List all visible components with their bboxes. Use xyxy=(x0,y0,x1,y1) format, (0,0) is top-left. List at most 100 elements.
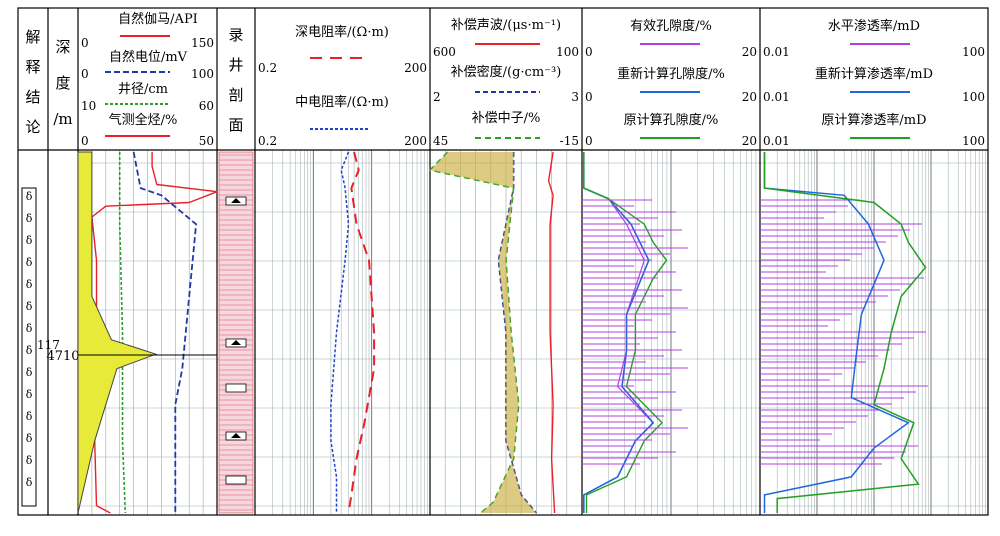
perm-re-min: 0.01 xyxy=(763,90,790,104)
sp-label: 自然电位/mV xyxy=(109,49,188,65)
interp-symbol: δ xyxy=(26,300,33,313)
legend-swatches xyxy=(105,35,910,139)
rd-max: 200 xyxy=(404,61,427,75)
por-orig-min: 0 xyxy=(585,134,593,148)
lithology-triangle xyxy=(231,340,241,345)
interp-symbol: δ xyxy=(26,454,33,467)
sp-max: 100 xyxy=(191,67,214,81)
col-interp-header: 解 释 结 论 xyxy=(25,28,40,136)
series-line-8 xyxy=(429,151,520,514)
por-orig-max: 20 xyxy=(742,134,757,148)
rd-min: 0.2 xyxy=(258,61,277,75)
por-eff-min: 0 xyxy=(585,45,593,59)
lith-char-4: 面 xyxy=(228,116,243,134)
lithology-fill xyxy=(218,151,254,514)
cnl-label: 补偿中子/% xyxy=(472,111,541,126)
col-lith-header: 录 井 剖 面 xyxy=(228,26,243,134)
lith-char-3: 剖 xyxy=(228,86,243,104)
tg-max: 50 xyxy=(199,134,214,148)
interp-symbol: δ xyxy=(26,432,33,445)
lithology-triangle xyxy=(231,198,241,203)
den-min: 2 xyxy=(433,90,441,104)
cal-max: 60 xyxy=(199,99,214,113)
tg-min: 0 xyxy=(81,134,89,148)
ac-label: 补偿声波/(μs·m⁻¹) xyxy=(451,18,561,33)
por-re-label: 重新计算孔隙度/% xyxy=(617,66,725,82)
layer-number: 117 xyxy=(37,338,60,352)
interp-char-2: 释 xyxy=(25,58,40,76)
series-line-2 xyxy=(118,152,127,514)
gr-max: 150 xyxy=(191,36,214,50)
track1-curves xyxy=(77,151,218,514)
rm-min: 0.2 xyxy=(258,134,277,148)
series-line-0 xyxy=(91,152,218,514)
track4-curves xyxy=(582,152,688,513)
por-re-min: 0 xyxy=(585,90,593,104)
interp-symbol: δ xyxy=(26,388,33,401)
interp-char-4: 论 xyxy=(25,118,40,136)
perm-orig-curve xyxy=(763,152,927,513)
sp-min: 0 xyxy=(81,67,89,81)
por-orig-label: 原计算孔隙度/% xyxy=(624,112,719,128)
interp-symbol: δ xyxy=(26,366,33,379)
track5-curves xyxy=(760,152,928,513)
track1-header: 自然伽马/API 0 150 自然电位/mV 0 100 井径/cm 10 60… xyxy=(81,11,214,148)
lith-char-1: 录 xyxy=(228,26,243,44)
interp-symbol: δ xyxy=(26,344,33,357)
lithology-triangle xyxy=(231,433,241,438)
track2-curves xyxy=(330,151,376,514)
track2-header: 深电阻率/(Ω·m) 0.2 200 中电阻率/(Ω·m) 0.2 200 xyxy=(258,24,427,148)
gr-label: 自然伽马/API xyxy=(118,11,198,27)
interp-char-3: 结 xyxy=(25,88,40,106)
track4-header: 有效孔隙度/% 0 20 重新计算孔隙度/% 0 20 原计算孔隙度/% 0 2… xyxy=(585,18,757,148)
perm-orig-min: 0.01 xyxy=(763,134,790,148)
series-line-7 xyxy=(497,152,538,514)
den-max: 3 xyxy=(571,90,579,104)
ac-max: 100 xyxy=(556,45,579,59)
series-line-6 xyxy=(547,151,556,514)
perm-orig-label: 原计算渗透率/mD xyxy=(821,112,926,128)
rd-label: 深电阻率/(Ω·m) xyxy=(295,24,389,40)
depth-char-2: 度 xyxy=(55,74,70,92)
depth-char-3: /m xyxy=(53,110,72,128)
interp-layer-box xyxy=(21,187,37,507)
perm-re-label: 重新计算渗透率/mD xyxy=(815,66,933,82)
interp-symbol: δ xyxy=(26,256,33,269)
depth-value: 4710 xyxy=(46,349,79,364)
series-line-5 xyxy=(330,151,350,513)
lithology-symbol xyxy=(225,383,247,393)
cal-label: 井径/cm xyxy=(118,82,168,97)
interp-symbol: δ xyxy=(26,190,33,203)
perm-re-max: 100 xyxy=(962,90,985,104)
perm-h-label: 水平渗透率/mD xyxy=(828,18,920,34)
col-depth-header: 深 度 /m xyxy=(53,38,72,128)
crossover-fill xyxy=(430,152,537,513)
interp-symbol: δ xyxy=(26,212,33,225)
lith-char-2: 井 xyxy=(228,56,243,74)
series-line-1 xyxy=(132,151,197,513)
por-re-max: 20 xyxy=(742,90,757,104)
gr-min: 0 xyxy=(81,36,89,50)
lithology-strip xyxy=(218,151,254,514)
por-eff-label: 有效孔隙度/% xyxy=(630,18,712,34)
interp-char-1: 解 xyxy=(25,28,40,46)
perm-h-min: 0.01 xyxy=(763,45,790,59)
lithology-symbol xyxy=(225,475,247,485)
perm-h-max: 100 xyxy=(962,45,985,59)
interp-symbol: δ xyxy=(26,410,33,423)
ac-min: 600 xyxy=(433,45,456,59)
perm-re-curve xyxy=(763,152,910,513)
interp-symbol: δ xyxy=(26,278,33,291)
cal-min: 10 xyxy=(81,99,96,113)
track5-header: 水平渗透率/mD 0.01 100 重新计算渗透率/mD 0.01 100 原计… xyxy=(763,18,985,148)
cnl-min: 45 xyxy=(433,134,448,148)
tg-label: 气测全烃/% xyxy=(109,112,178,128)
cnl-max: -15 xyxy=(560,134,579,148)
perm-orig-max: 100 xyxy=(962,134,985,148)
den-label: 补偿密度/(g·cm⁻³) xyxy=(451,64,562,80)
series-line-4 xyxy=(347,151,376,514)
series-area-3 xyxy=(77,151,158,514)
